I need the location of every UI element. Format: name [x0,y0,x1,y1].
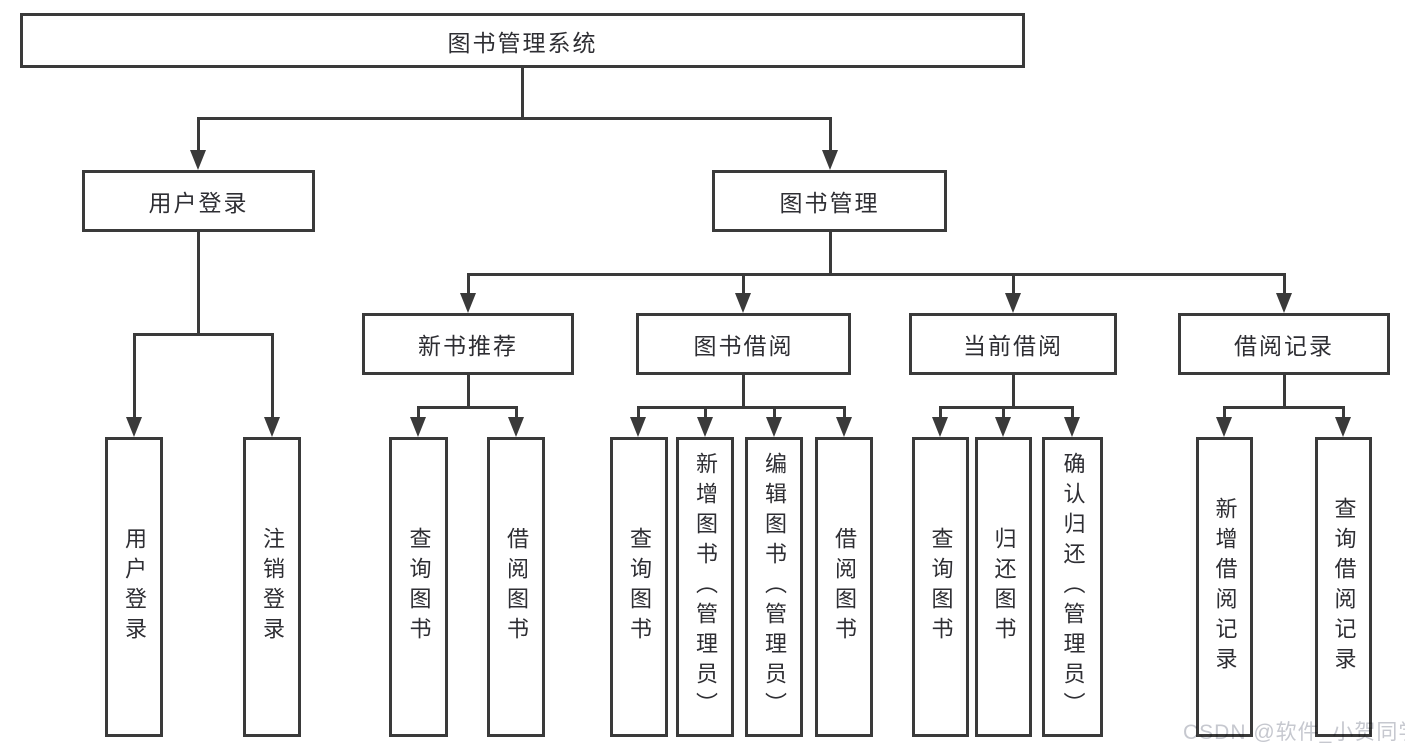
arrow-to-borrow [735,293,751,313]
connector-leaf-logout-stub [271,333,274,420]
node-book-borrow: 图书借阅 [636,313,851,375]
arrow-bor-c3 [766,417,782,437]
arrow-cur-c2 [995,417,1011,437]
connector-recd-c1-stub [1223,406,1226,420]
leaf-query-books-recommend-label: 查询图书 [406,527,432,647]
connector-borrow-stub [742,273,745,296]
arrow-to-recommend [460,293,476,313]
node-borrow-records: 借阅记录 [1178,313,1390,375]
connector-bor-c3-stub [773,406,776,420]
node-book-mgmt: 图书管理 [712,170,947,232]
connector-bookmgmt-stub [829,117,832,153]
leaf-query-borrow-record: 查询借阅记录 [1315,437,1372,737]
connector-bor-c4-stub [843,406,846,420]
connector-current-stub [1012,273,1015,296]
leaf-borrow-books-borrow: 借阅图书 [815,437,873,737]
connector-userlogin-stub [197,117,200,153]
connector-records-split [1223,406,1345,409]
connector-userlogin-split [133,333,274,336]
arrow-to-leaf-login [126,417,142,437]
connector-root-split [197,117,831,120]
arrow-recd-c1 [1216,417,1232,437]
node-new-book-recommend: 新书推荐 [362,313,574,375]
arrow-to-user-login [190,150,206,170]
leaf-query-books-current: 查询图书 [912,437,969,737]
leaf-query-borrow-record-label: 查询借阅记录 [1331,497,1357,677]
connector-borrow-split [637,406,846,409]
leaf-add-book-admin: 新增图书（管理员） [676,437,734,737]
leaf-edit-book-admin: 编辑图书（管理员） [745,437,803,737]
arrow-to-current [1005,293,1021,313]
leaf-borrow-books-recommend-label: 借阅图书 [504,527,529,647]
arrow-cur-c3 [1064,417,1080,437]
leaf-return-book: 归还图书 [975,437,1032,737]
node-root: 图书管理系统 [20,13,1025,68]
node-current-borrow: 当前借阅 [909,313,1117,375]
node-user-login: 用户登录 [82,170,315,232]
arrow-to-records [1276,293,1292,313]
connector-cur-c3-stub [1071,406,1074,420]
leaf-borrow-books-recommend: 借阅图书 [487,437,545,737]
arrow-to-book-mgmt [822,150,838,170]
connector-cur-c1-stub [939,406,942,420]
connector-leaf-login-stub [133,333,136,420]
leaf-query-books-borrow: 查询图书 [610,437,668,737]
connector-bor-c1-stub [637,406,640,420]
connector-recd-c2-stub [1342,406,1345,420]
connector-recommend-split [417,406,518,409]
leaf-logout-label: 注销登录 [260,527,285,647]
connector-records-stub [1283,273,1286,296]
arrow-bor-c1 [630,417,646,437]
leaf-confirm-return-admin: 确认归还（管理员） [1042,437,1103,737]
arrow-recd-c2 [1335,417,1351,437]
leaf-add-borrow-record: 新增借阅记录 [1196,437,1253,737]
arrow-bor-c4 [836,417,852,437]
leaf-add-book-admin-label: 新增图书（管理员） [693,452,718,722]
arrow-bor-c2 [697,417,713,437]
connector-borrow-drop [742,375,745,409]
connector-rec-c1-stub [417,406,420,420]
connector-bor-c2-stub [704,406,707,420]
connector-root-drop [521,68,524,119]
arrow-rec-c2 [508,417,524,437]
leaf-borrow-books-borrow-label: 借阅图书 [832,527,857,647]
leaf-user-login: 用户登录 [105,437,163,737]
connector-userlogin-drop [197,232,200,336]
arrow-cur-c1 [932,417,948,437]
connector-bookmgmt-split [467,273,1286,276]
leaf-add-borrow-record-label: 新增借阅记录 [1212,497,1238,677]
connector-rec-c2-stub [515,406,518,420]
connector-current-split [939,406,1074,409]
leaf-logout: 注销登录 [243,437,301,737]
leaf-edit-book-admin-label: 编辑图书（管理员） [762,452,787,722]
connector-cur-c2-stub [1002,406,1005,420]
watermark-text: CSDN @软件_小贺同学 [1183,721,1405,744]
connector-recommend-drop [467,375,470,409]
leaf-user-login-label: 用户登录 [122,527,147,647]
leaf-query-books-recommend: 查询图书 [389,437,448,737]
connector-records-drop [1283,375,1286,409]
leaf-query-books-borrow-label: 查询图书 [627,527,652,647]
arrow-to-leaf-logout [264,417,280,437]
arrow-rec-c1 [410,417,426,437]
leaf-return-book-label: 归还图书 [991,527,1017,647]
leaf-query-books-current-label: 查询图书 [928,527,954,647]
leaf-confirm-return-admin-label: 确认归还（管理员） [1060,452,1086,722]
connector-current-drop [1012,375,1015,409]
connector-recommend-stub [467,273,470,296]
connector-bookmgmt-drop [829,232,832,276]
